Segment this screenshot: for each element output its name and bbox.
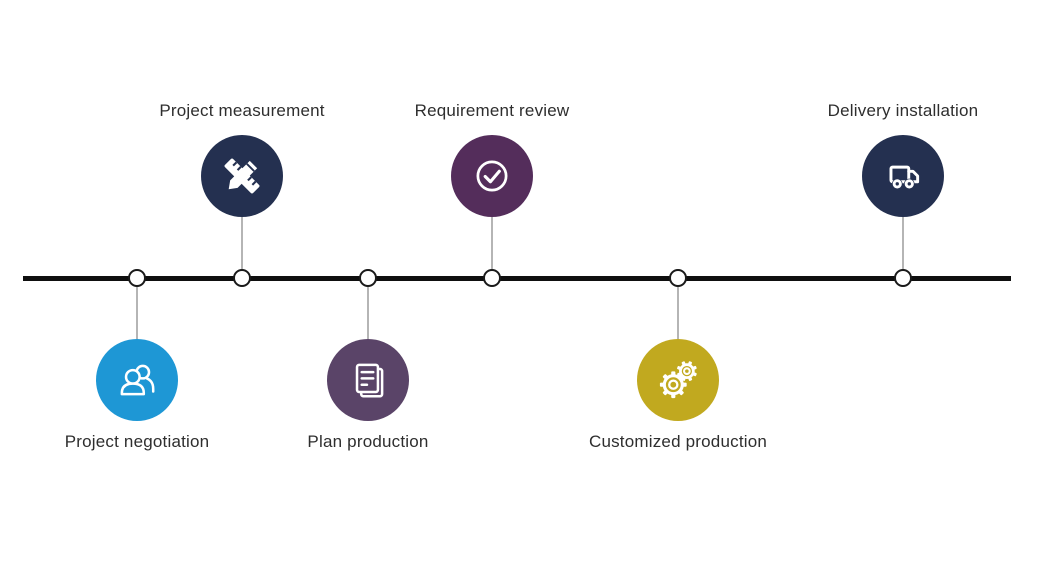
gears-icon [659,361,697,399]
connector-line [677,287,679,339]
step-icon-bubble [327,339,409,421]
step-label: Plan production [307,432,429,451]
ruler-pencil-icon [224,158,260,194]
document-icon [355,363,384,398]
check-circle-icon [476,160,508,192]
step-label: Customized production [588,432,768,451]
timeline-node [359,269,377,287]
people-icon [120,364,155,396]
timeline-node [483,269,501,287]
truck-icon [889,165,920,190]
connector-line [902,217,904,269]
step-icon-bubble [637,339,719,421]
step-label: Project negotiation [64,432,210,451]
step-label: Delivery installation [827,101,979,120]
timeline-line [23,276,1011,281]
timeline-node [128,269,146,287]
step-icon-bubble [862,135,944,217]
step-label: Requirement review [414,101,570,120]
connector-line [136,287,138,339]
step-icon-bubble [451,135,533,217]
connector-line [367,287,369,339]
timeline-node [233,269,251,287]
connector-line [491,217,493,269]
step-icon-bubble [201,135,283,217]
timeline-node [669,269,687,287]
step-label: Project measurement [159,101,325,120]
timeline-node [894,269,912,287]
connector-line [241,217,243,269]
step-icon-bubble [96,339,178,421]
